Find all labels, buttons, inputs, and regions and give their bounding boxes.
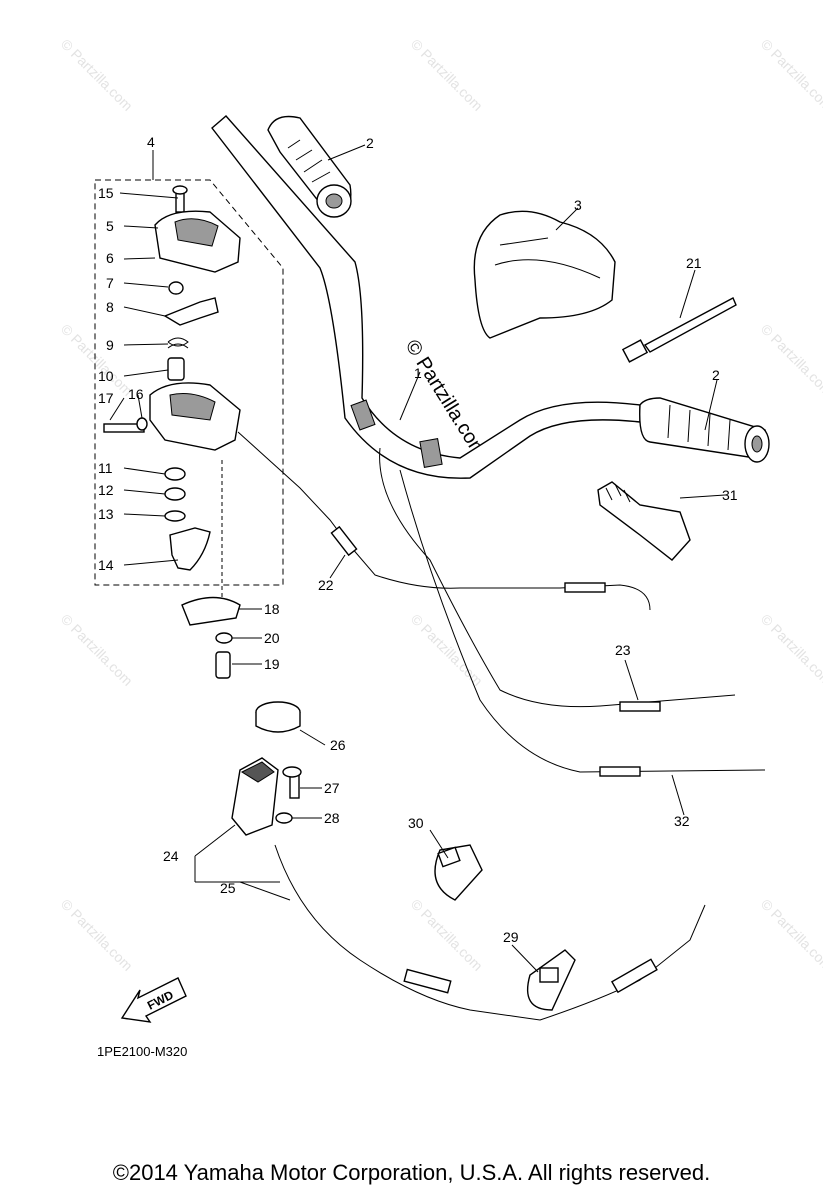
callout-13: 13 [98, 506, 114, 522]
leader-lines [109, 144, 726, 973]
callout-24: 24 [163, 848, 179, 864]
callout-6: 6 [106, 250, 114, 266]
callout-11: 11 [98, 460, 113, 476]
switch-housing [231, 701, 302, 836]
strap-29 [526, 949, 576, 1011]
callout-29: 29 [503, 929, 519, 945]
callout-31: 31 [722, 487, 738, 503]
cable-boot [597, 481, 691, 561]
callout-1: 1 [414, 365, 422, 381]
throttle-assembly [94, 179, 284, 679]
callout-7: 7 [106, 275, 114, 291]
callout-23: 23 [615, 642, 631, 658]
callout-21: 21 [686, 255, 702, 271]
watermark: © Partzilla.com [58, 611, 136, 689]
callout-16: 16 [128, 386, 144, 402]
callout-26: 26 [330, 737, 346, 753]
callout-25: 25 [220, 880, 236, 896]
watermark: © Partzilla.com [758, 36, 823, 114]
callout-28: 28 [324, 810, 340, 826]
callout-20: 20 [264, 630, 280, 646]
watermark: © Partzilla.com [758, 896, 823, 974]
left-grip [267, 115, 352, 218]
callout-17: 17 [98, 390, 114, 406]
callout-32: 32 [674, 813, 690, 829]
watermark: © Partzilla.com [58, 896, 136, 974]
callout-10: 10 [98, 368, 114, 384]
copyright-notice: ©2014 Yamaha Motor Corporation, U.S.A. A… [112, 1160, 711, 1185]
callout-22: 22 [318, 577, 334, 593]
strap-30 [434, 844, 483, 901]
cables [237, 431, 766, 1021]
diagram-code: 1PE2100-M320 [97, 1044, 187, 1059]
watermark: © Partzilla.com [408, 36, 486, 114]
callouts: 1 2 2 3 4 5 6 7 8 9 10 11 12 13 14 15 16… [98, 134, 738, 945]
callout-9: 9 [106, 337, 114, 353]
watermark: © Partzilla.com [58, 321, 136, 399]
watermark: © Partzilla.com [408, 611, 486, 689]
callout-2-left: 2 [366, 135, 374, 151]
callout-2-right: 2 [712, 367, 720, 383]
watermark: © Partzilla.com [758, 321, 823, 399]
cable-tie [621, 297, 737, 363]
watermarks: © Partzilla.com © Partzilla.com © Partzi… [58, 36, 823, 974]
callout-8: 8 [106, 299, 114, 315]
callout-30: 30 [408, 815, 424, 831]
right-grip [639, 397, 770, 463]
center-watermark: © Partzilla.com [401, 336, 491, 462]
watermark: © Partzilla.com [758, 611, 823, 689]
callout-5: 5 [106, 218, 114, 234]
callout-27: 27 [324, 780, 340, 796]
callout-15: 15 [98, 185, 114, 201]
handlebar-cover [473, 210, 616, 339]
callout-19: 19 [264, 656, 280, 672]
callout-12: 12 [98, 482, 114, 498]
callout-14: 14 [98, 557, 114, 573]
watermark: © Partzilla.com [58, 36, 136, 114]
callout-4: 4 [147, 134, 155, 150]
fwd-arrow: FWD [120, 977, 187, 1023]
watermark: © Partzilla.com [408, 896, 486, 974]
callout-3: 3 [574, 197, 582, 213]
callout-18: 18 [264, 601, 280, 617]
